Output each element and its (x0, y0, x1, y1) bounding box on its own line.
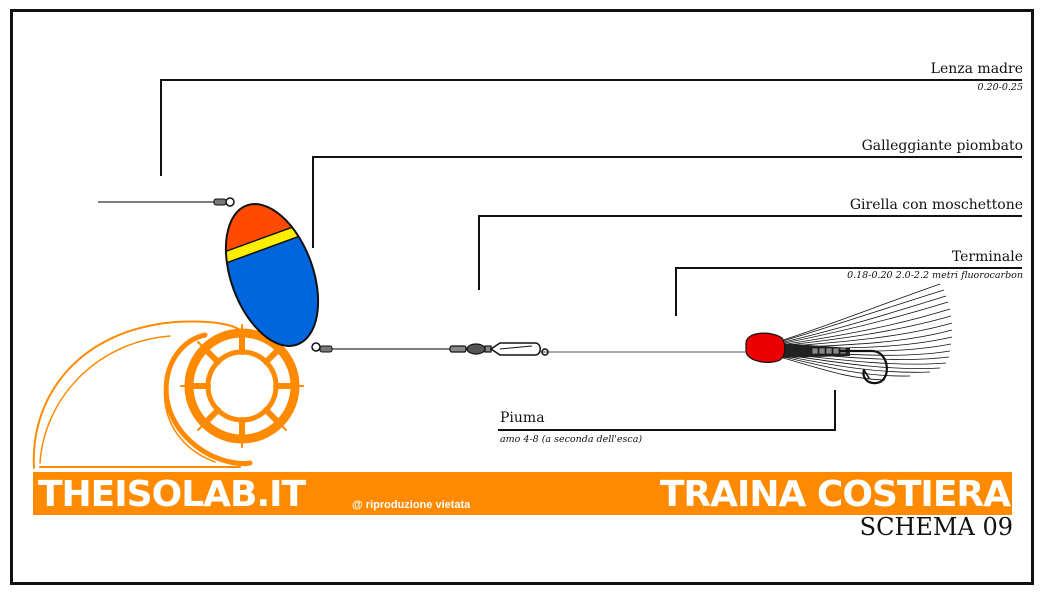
hook-icon (838, 349, 888, 385)
label-terminale: Terminale (951, 249, 1023, 265)
swivel-icon (449, 342, 549, 356)
title-banner (33, 472, 1012, 515)
schema-number: SCHEMA 09 (859, 513, 1013, 541)
float-bottom-swivel-icon (311, 342, 333, 353)
label-girella: Girella con moschettone (849, 197, 1023, 213)
copyright-notice: @ riproduzione vietata (352, 499, 471, 511)
leader-lenza (160, 79, 1022, 176)
label-lenza-madre: Lenza madre (930, 61, 1023, 77)
diagram-title: TRAINA COSTIERA (659, 474, 1011, 515)
diagram-frame (10, 9, 1034, 585)
float-swivel-icon (213, 197, 235, 207)
label-piuma-sub: amo 4-8 (a seconda dell'esca) (500, 434, 643, 445)
label-piuma: Piuma (500, 410, 545, 426)
label-lenza-madre-sub: 0.20-0.25 (977, 82, 1023, 93)
leader-terminale (675, 267, 1022, 316)
leader-lines (160, 79, 1022, 431)
logo-wheel-icon (32, 320, 304, 469)
feather-lure-icon (745, 283, 953, 381)
label-terminale-sub: 0.18-0.20 2.0-2.2 metri fluorocarbon (847, 270, 1023, 281)
leader-galleggiante (312, 156, 1022, 248)
leader-piuma (498, 390, 836, 431)
brand-name: THEISOLAB.IT (38, 474, 306, 515)
label-galleggiante: Galleggiante piombato (861, 138, 1023, 154)
leader-girella (478, 215, 1022, 290)
